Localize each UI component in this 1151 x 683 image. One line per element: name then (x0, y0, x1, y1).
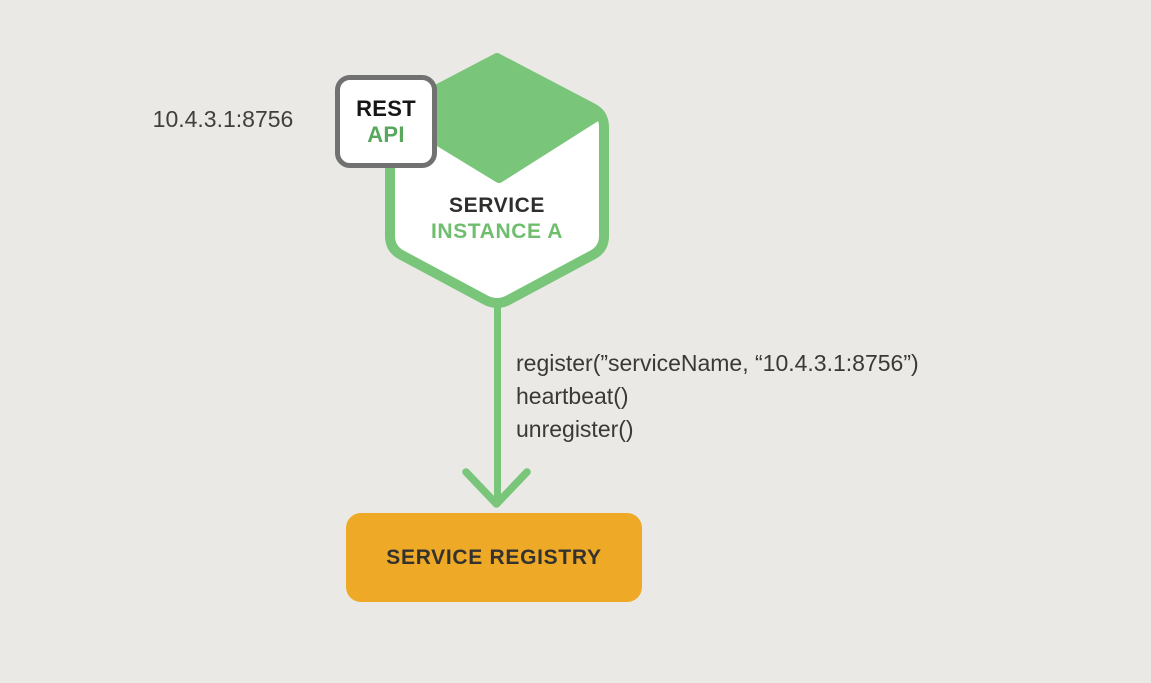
arrow-down-icon (462, 468, 531, 508)
ip-address-label: 10.4.3.1:8756 (152, 106, 294, 132)
api-call-register: register(”serviceName, “10.4.3.1:8756”) (516, 350, 919, 376)
registry-api-calls: register(”serviceName, “10.4.3.1:8756”) … (516, 347, 919, 446)
api-call-heartbeat: heartbeat() (516, 383, 629, 409)
service-registry-node: SERVICE REGISTRY (346, 513, 642, 602)
service-instance-label-line1: SERVICE (448, 194, 545, 217)
rest-api-badge-line2: API (367, 121, 405, 147)
service-instance-label: SERVICE INSTANCE A (386, 193, 608, 245)
rest-api-badge-line1: REST (356, 95, 416, 121)
api-call-unregister: unregister() (516, 416, 634, 442)
service-instance-label-line2: INSTANCE A (431, 220, 563, 243)
service-registry-label: SERVICE REGISTRY (386, 545, 602, 569)
rest-api-badge: REST API (335, 75, 437, 168)
